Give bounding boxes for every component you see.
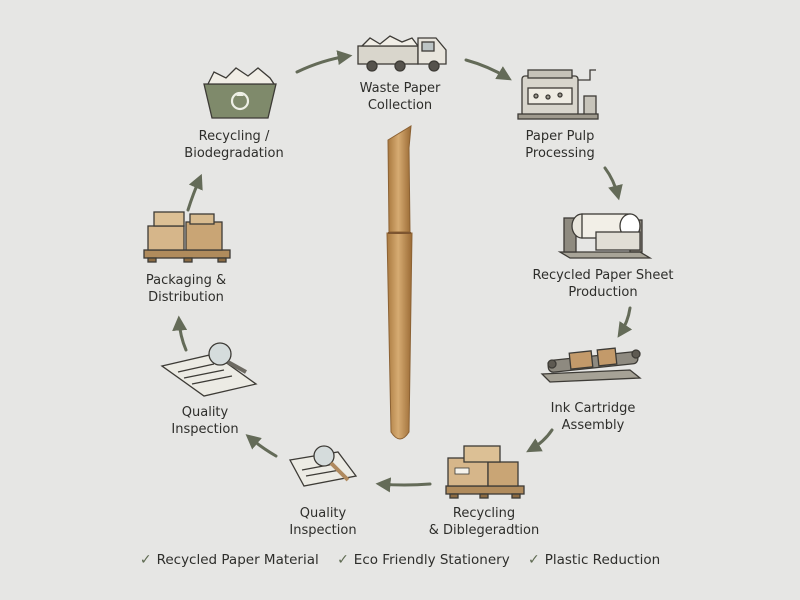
step-label-line: Inspection <box>171 422 239 437</box>
step-label-quality-inspection-bottom: Quality Inspection <box>289 505 356 539</box>
step-label-line: & Diblegeradtion <box>428 523 540 538</box>
arrow-6 <box>375 477 432 493</box>
arrow-5 <box>526 428 554 453</box>
step-label-line: Processing <box>525 146 595 161</box>
step-label-waste-paper-collection: Waste Paper Collection <box>360 80 441 114</box>
step-label-line: Inspection <box>289 523 357 538</box>
cartridge-assembly-icon <box>540 347 642 383</box>
arrow-8 <box>172 315 188 352</box>
step-label-paper-pulp-processing: Paper Pulp Processing <box>525 128 594 162</box>
pulp-machine-icon <box>517 69 599 120</box>
clipboard-magnifier-icon <box>160 342 258 397</box>
feature-recycled-paper-material: ✓Recycled Paper Material <box>140 552 319 568</box>
step-label-packaging-distribution: Packaging & Distribution <box>146 272 226 306</box>
pallet-boxes-icon <box>445 445 525 499</box>
step-label-line: Paper Pulp <box>525 129 595 144</box>
feature-label: Recycled Paper Material <box>156 552 319 568</box>
arrow-9 <box>186 173 203 212</box>
recycle-bin-icon <box>203 67 277 119</box>
step-label-recycled-paper-sheet-production: Recycled Paper Sheet Production <box>533 267 674 301</box>
step-label-line: Ink Cartridge <box>550 401 636 416</box>
step-label-recycling-biodegradation: Recycling / Biodegradation <box>184 128 283 162</box>
feature-label: Plastic Reduction <box>544 552 661 568</box>
step-label-line: Recycled Paper Sheet <box>532 268 674 283</box>
feature-list: ✓Recycled Paper Material ✓Eco Friendly S… <box>0 552 800 568</box>
cycle-arrows <box>172 50 633 493</box>
feature-eco-friendly-stationery: ✓Eco Friendly Stationery <box>337 552 510 568</box>
truck-icon <box>357 35 447 72</box>
step-label-line: Quality <box>299 506 347 521</box>
feature-plastic-reduction: ✓Plastic Reduction <box>528 552 660 568</box>
feature-label: Eco Friendly Stationery <box>353 552 510 568</box>
step-label-line: Assembly <box>561 418 625 433</box>
step-label-line: Collection <box>367 98 433 113</box>
pallet-boxes-icon <box>143 211 231 263</box>
arrow-3 <box>603 166 623 201</box>
arrow-4 <box>617 306 633 338</box>
step-label-ink-cartridge-assembly: Ink Cartridge Assembly <box>551 400 636 434</box>
arrow-2 <box>464 58 512 81</box>
step-label-line: Distribution <box>148 290 224 305</box>
step-label-line: Recycling <box>452 506 516 521</box>
step-label-line: Waste Paper <box>359 81 441 96</box>
step-label-line: Biodegradation <box>184 146 284 161</box>
step-label-line: Recycling / <box>198 129 270 144</box>
paper-pen-icon <box>386 125 413 440</box>
step-label-line: Packaging & <box>145 273 227 288</box>
check-icon: ✓ <box>337 552 349 568</box>
clipboard-magnifier-icon <box>288 445 358 487</box>
paper-roller-icon <box>557 213 653 259</box>
step-label-line: Production <box>568 285 638 300</box>
step-label-line: Quality <box>181 405 229 420</box>
step-label-recycling-diblegeradtion: Recycling & Diblegeradtion <box>429 505 539 539</box>
step-label-quality-inspection-left: Quality Inspection <box>171 404 238 438</box>
check-icon: ✓ <box>527 552 540 568</box>
check-icon: ✓ <box>139 552 152 568</box>
arrow-7 <box>245 434 278 458</box>
arrow-1 <box>295 50 353 74</box>
